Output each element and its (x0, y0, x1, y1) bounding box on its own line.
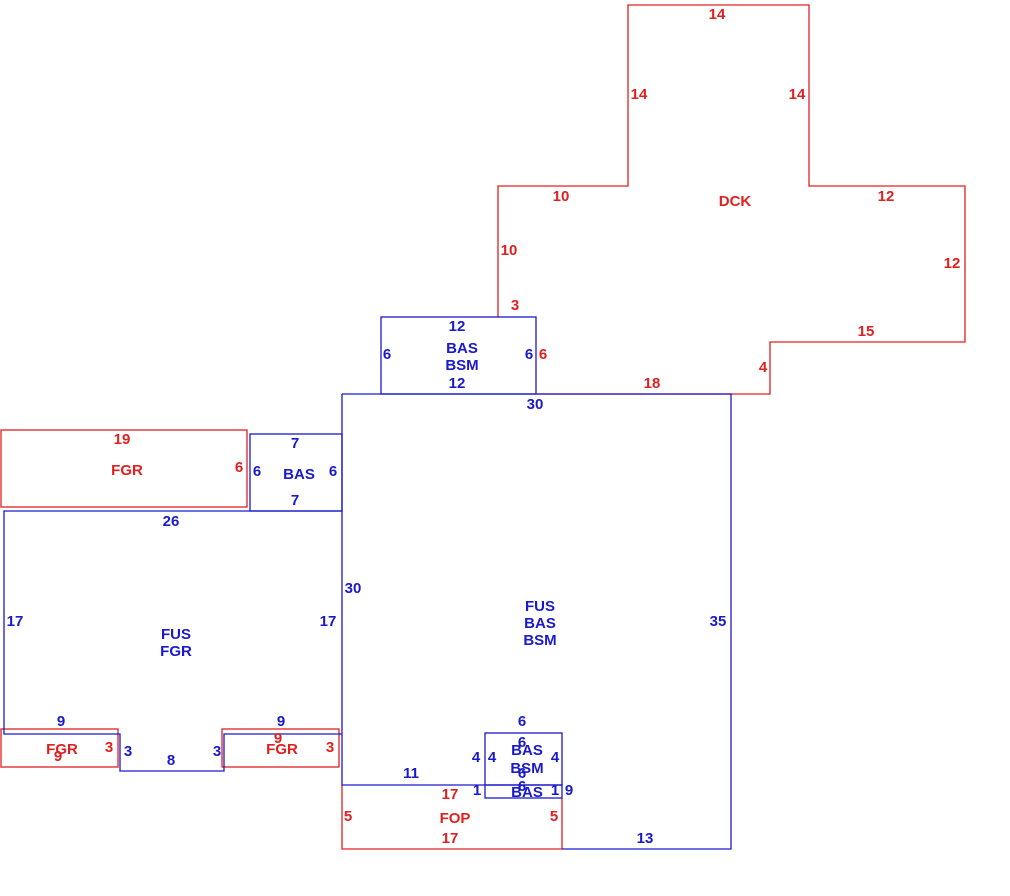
strip-label: BAS (511, 784, 543, 801)
west-wing-outline (3, 510, 342, 772)
west-dim-ledge-right: 9 (277, 713, 285, 730)
fgr-bottom-left-dim-bottom: 9 (54, 748, 62, 765)
strip-dim-right-outer: 9 (565, 782, 573, 799)
bay-dim-bottom: 6 (518, 765, 526, 782)
small-bas-dim-bottom: 7 (291, 492, 299, 509)
west-dim-top: 26 (163, 513, 180, 530)
bay-dim-left-outer: 4 (472, 749, 481, 766)
deck-dim-right-of-bas: 6 (539, 346, 547, 363)
bay-dim-left: 4 (488, 749, 497, 766)
deck-dim-left-lower: 3 (511, 297, 519, 314)
west-dim-right: 17 (320, 613, 337, 630)
small-bas-label: BAS (283, 466, 315, 483)
fgr-top-dim-top: 19 (114, 431, 131, 448)
main-dim-bottom-right: 13 (637, 830, 654, 847)
upper-bas-dim-bottom: 12 (449, 375, 466, 392)
upper-bas-dim-right: 6 (525, 346, 533, 363)
fgr-top-dim-right: 6 (235, 459, 243, 476)
west-dim-ledge-left: 9 (57, 713, 65, 730)
porch-dim-bottom: 17 (442, 830, 459, 847)
west-code-1: FUS (161, 626, 191, 643)
fgr-bottom-left-dim-right: 3 (105, 739, 113, 756)
fgr-bottom-left-label: FGR (46, 741, 78, 758)
deck-dim-lower-step: 4 (759, 359, 768, 376)
main-code-3: BSM (523, 632, 556, 649)
small-bas-dim-left: 6 (253, 463, 261, 480)
deck-dim-left-upper: 14 (631, 86, 648, 103)
bay-dim-top-outer: 6 (518, 713, 526, 730)
deck-outline (497, 4, 966, 395)
deck-dim-right-upper: 14 (789, 86, 806, 103)
main-block-outline (341, 393, 732, 850)
fgr-top-label: FGR (111, 462, 143, 479)
deck-dim-top: 14 (709, 6, 726, 23)
upper-bas-code-1: BAS (446, 340, 478, 357)
strip-dim-top: 6 (518, 778, 526, 795)
west-dim-notch-bottom: 8 (167, 752, 175, 769)
fgr-top-outline (0, 429, 248, 508)
porch-dim-top: 17 (442, 786, 459, 803)
deck-dim-right-step: 12 (878, 188, 895, 205)
bay-dim-right: 4 (551, 749, 560, 766)
west-dim-notch-right: 3 (213, 743, 221, 760)
deck-dim-left-step: 10 (553, 188, 570, 205)
small-bas-dim-right: 6 (329, 463, 337, 480)
bay-code-2: BSM (510, 760, 543, 777)
fgr-bottom-right-outline (221, 728, 340, 768)
bay-code-1: BAS (511, 742, 543, 759)
main-dim-top: 30 (527, 396, 544, 413)
deck-dim-left-mid: 10 (501, 242, 518, 259)
west-dim-notch-left: 3 (124, 743, 132, 760)
fgr-bottom-right-label: FGR (266, 741, 298, 758)
main-dim-bottom-left: 11 (403, 765, 419, 782)
upper-bas-dim-left: 6 (383, 346, 391, 363)
west-code-2: FGR (160, 643, 192, 660)
porch-label: FOP (440, 810, 471, 827)
main-code-1: FUS (525, 598, 555, 615)
porch-outline (341, 785, 563, 850)
strip-dim-left: 1 (473, 782, 481, 799)
west-dim-left: 17 (7, 613, 24, 630)
main-dim-right: 35 (710, 613, 727, 630)
upper-bas-dim-top: 12 (449, 318, 466, 335)
deck-dim-bottom: 18 (644, 375, 661, 392)
deck-dim-lower-right: 15 (858, 323, 875, 340)
main-dim-left: 30 (345, 580, 362, 597)
deck-label: DCK (719, 193, 752, 210)
main-code-2: BAS (524, 615, 556, 632)
small-bas-dim-top: 7 (291, 435, 299, 452)
inner-bas-strip-outline (484, 784, 563, 799)
porch-dim-left: 5 (344, 808, 352, 825)
strip-dim-right: 1 (551, 782, 559, 799)
porch-dim-right: 5 (550, 808, 558, 825)
upper-bas-code-2: BSM (445, 357, 478, 374)
bay-dim-top: 6 (518, 734, 526, 751)
fgr-bottom-right-dim-bottom: 9 (274, 730, 282, 747)
fgr-bottom-left-outline (0, 728, 119, 768)
deck-dim-right-mid: 12 (944, 255, 961, 272)
fgr-bottom-right-dim-right: 3 (326, 739, 334, 756)
